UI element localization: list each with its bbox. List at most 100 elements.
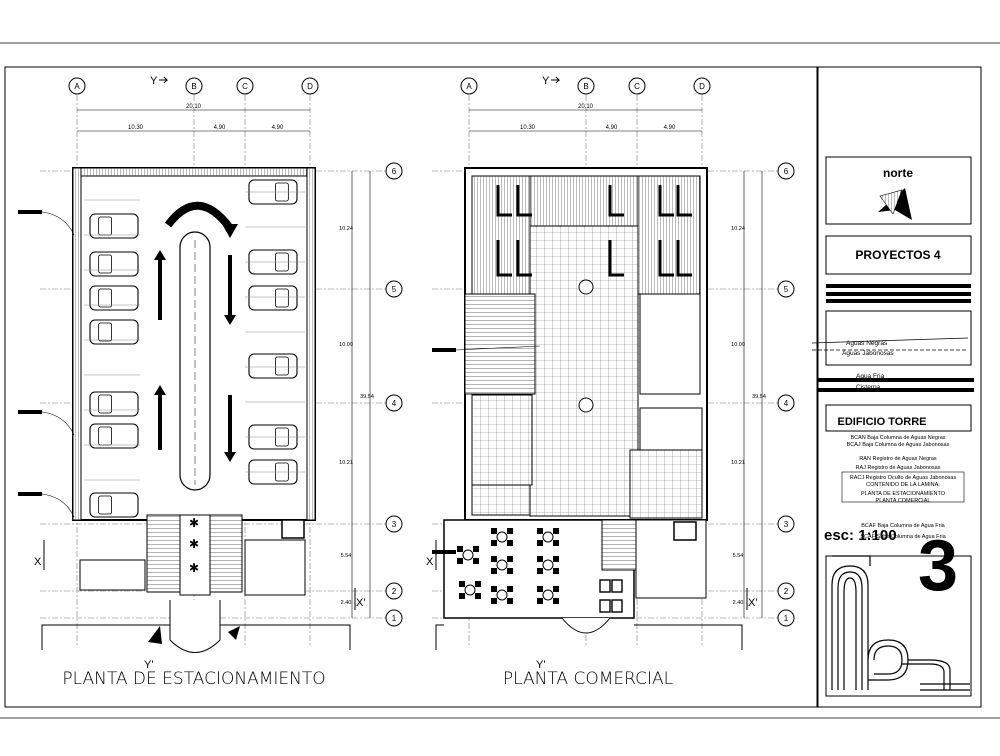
note-bcan: BCAN Baja Columna de Aguas Negras [850, 435, 945, 441]
dim-bay-width: 4.90 [606, 125, 618, 131]
axis-label-6: 6 [392, 167, 397, 176]
car-body [89, 251, 139, 277]
table-set [537, 556, 559, 574]
leader-line [455, 345, 541, 351]
table-icon [496, 559, 508, 571]
table-set [491, 528, 513, 546]
car-windshield [98, 288, 112, 308]
car-body [248, 285, 298, 311]
section-mark-y-prime: Y' [144, 659, 153, 671]
shop-counter [676, 240, 692, 277]
axis-bubble-1 [385, 609, 403, 627]
chair-icon [491, 556, 497, 562]
course-box [825, 235, 972, 275]
car-body [89, 391, 139, 417]
chair-icon [475, 593, 481, 599]
chair-icon [491, 568, 497, 574]
axis-label-2: 2 [392, 587, 397, 596]
chair-icon [507, 556, 513, 562]
tiled-shop-east [629, 449, 703, 519]
dim-row-span: 10.24 [339, 226, 353, 232]
legend-aguas-jabonosas: Aguas Jabonosas [842, 350, 894, 357]
chair-icon [553, 528, 559, 534]
leader-tag [432, 348, 456, 352]
plan-title-parking: PLANTA DE ESTACIONAMIENTO [62, 669, 325, 689]
content-item-2: PLANTA COMERCIAL [876, 498, 931, 504]
tiled-entry-west [471, 484, 531, 516]
plan-title-commercial: PLANTA COMERCIAL [503, 669, 673, 689]
dim-row-span: 5.54 [733, 553, 744, 559]
entry-arch [561, 617, 611, 634]
arrow-head-icon [224, 315, 236, 325]
chair-icon [491, 540, 497, 546]
parking-right-wall [306, 167, 316, 521]
legend-aguas-negras: Aguas Negras [846, 340, 888, 347]
plant-icon: ✱ [189, 561, 199, 575]
shop-counter [658, 240, 674, 277]
arrow-head-icon [224, 452, 236, 462]
chair-icon [553, 598, 559, 604]
shop-counter [676, 185, 692, 217]
parked-car [89, 391, 139, 417]
axis-label-A: A [466, 82, 472, 91]
axis-label-5: 5 [392, 285, 397, 294]
car-windshield [98, 394, 112, 414]
section-mark-y-prime: Y' [536, 659, 545, 671]
axis-bubble-D [301, 77, 319, 95]
entry-arrow-icon [228, 626, 240, 640]
dim-row-span: 10.21 [339, 460, 353, 466]
entry-arrow-icon [148, 626, 162, 644]
building-name: EDIFICIO TORRE [837, 416, 926, 428]
axis-bubble-C [628, 77, 646, 95]
chair-icon [537, 568, 543, 574]
axis-bubble-B [577, 77, 595, 95]
shop-counter [516, 185, 532, 217]
chair-icon [475, 581, 481, 587]
shop-counter [608, 240, 624, 277]
elevator-box [673, 521, 697, 541]
commercial-stairs [464, 293, 536, 395]
water-legend-box [825, 310, 972, 366]
axis-label-1: 1 [392, 614, 397, 623]
axis-bubble-4 [777, 394, 795, 412]
bench-icon [611, 579, 623, 593]
parked-car [89, 213, 139, 239]
service-room [244, 539, 306, 596]
scale-label: esc: 1:100 [824, 527, 897, 544]
title-block-bar-3 [826, 299, 971, 303]
table-icon [542, 559, 554, 571]
axis-label-A: A [74, 82, 80, 91]
dim-row-span: 10.21 [731, 460, 745, 466]
table-icon [496, 531, 508, 543]
dim-overall-depth: 39.54 [360, 394, 374, 400]
chair-icon [537, 540, 543, 546]
plant-icon: ✱ [189, 516, 199, 530]
car-windshield [98, 426, 112, 446]
table-icon [542, 531, 554, 543]
bench-icon [611, 599, 623, 613]
dim-row-span: 2.40 [341, 600, 352, 606]
bench-icon [599, 579, 611, 593]
leader-line [41, 211, 75, 236]
leader-line [41, 411, 75, 436]
logo-box [825, 555, 972, 697]
dim-row-span: 5.54 [341, 553, 352, 559]
course-name: PROYECTOS 4 [855, 248, 940, 262]
parked-car [248, 353, 298, 379]
shop-counter [608, 185, 624, 217]
car-windshield [274, 356, 289, 376]
axis-label-3: 3 [784, 520, 789, 529]
axis-bubble-5 [777, 280, 795, 298]
axis-bubble-6 [385, 162, 403, 180]
leader-line [41, 493, 75, 518]
legend-agua-fria: Agua Fria [856, 373, 885, 380]
north-arrow-icon [878, 188, 912, 220]
car-windshield [98, 495, 112, 515]
column-icon [578, 279, 594, 295]
axis-bubble-5 [385, 280, 403, 298]
stair-landing [179, 514, 211, 596]
axis-label-3: 3 [392, 520, 397, 529]
